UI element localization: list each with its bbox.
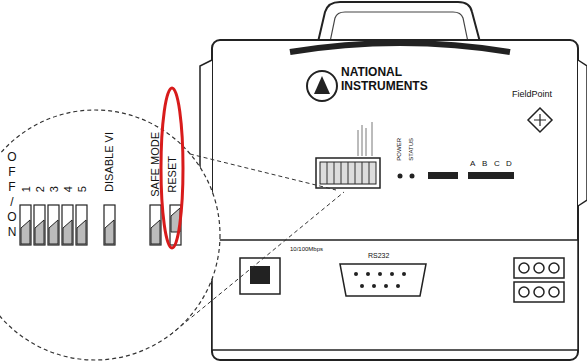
handle-inner [330, 12, 468, 42]
led-bar [428, 172, 458, 179]
rs232-pin [354, 272, 406, 288]
ethernet-port [240, 258, 280, 294]
led-letter: A [470, 160, 475, 168]
switch-number: 3 [49, 186, 60, 192]
controller-body [212, 40, 578, 360]
switch-number: 4 [63, 186, 74, 192]
power-terminal [514, 258, 564, 302]
switch-number: 1 [21, 186, 32, 192]
switch-name: SAFE MODE [150, 132, 161, 197]
highlight-ellipse [161, 88, 183, 248]
status-led [398, 174, 415, 179]
brand-text: NATIONAL [341, 66, 402, 78]
switch-name: DISABLE VI [104, 132, 115, 192]
port-label: 10/100Mbps [290, 246, 323, 252]
switch-number: 2 [35, 186, 46, 192]
dip-switch-block [316, 158, 380, 188]
switch-name: RESET [167, 156, 178, 193]
led-label: STATUS [408, 138, 414, 161]
led-bar [468, 172, 514, 179]
led-letter: D [506, 160, 512, 168]
switch-state-label: OFF/ON [6, 150, 18, 240]
handle [318, 2, 480, 42]
ethernet-port [250, 266, 270, 284]
fieldpoint-logo [534, 114, 546, 126]
rs232-port [340, 264, 426, 296]
ni-logo-mark [314, 76, 330, 94]
zoom-leader [190, 154, 336, 190]
dip-switch-block [320, 162, 376, 184]
fieldpoint-logo [528, 108, 552, 132]
led-letter: C [494, 160, 500, 168]
led-letter: B [482, 160, 487, 168]
switch-lever [21, 208, 180, 244]
product-name: FieldPoint [512, 90, 552, 99]
port-label: RS232 [368, 252, 389, 259]
zoom-leader [170, 192, 344, 335]
dip-switch [20, 205, 181, 245]
zoom-circle [0, 110, 220, 360]
ni-logo [307, 71, 337, 101]
led-label: POWER [396, 138, 402, 161]
top-rib [290, 43, 510, 52]
side-clip [578, 60, 587, 206]
switch-number: 5 [77, 186, 88, 192]
port-module [212, 240, 578, 350]
brand-text: INSTRUMENTS [341, 80, 428, 92]
